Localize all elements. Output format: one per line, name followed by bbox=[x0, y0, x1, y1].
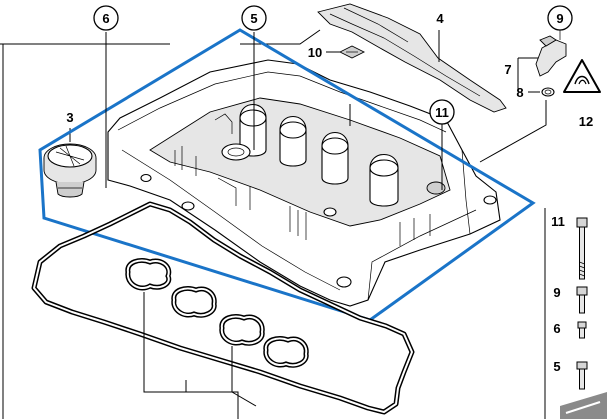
fastener-5-part bbox=[576, 361, 588, 390]
clip-part bbox=[338, 45, 366, 59]
callout-9-circle bbox=[547, 5, 573, 31]
callout-10-text: 10 bbox=[308, 45, 322, 60]
callout-5-text: 5 bbox=[250, 11, 257, 26]
callout-3-text: 3 bbox=[66, 110, 73, 125]
callout-4-text: 4 bbox=[436, 11, 444, 26]
catalog-logo bbox=[560, 392, 607, 419]
fastener-9-part bbox=[576, 286, 588, 314]
callout-6-circle bbox=[93, 5, 119, 31]
callout-12-text: 12 bbox=[579, 114, 593, 129]
heat-shield-part bbox=[317, 3, 507, 113]
frame-top-line-right bbox=[240, 29, 321, 45]
fastener-label-6: 6 bbox=[553, 321, 560, 336]
callout-9-text: 9 bbox=[556, 11, 563, 26]
callout-7-text: 7 bbox=[504, 62, 511, 77]
callout-5-circle bbox=[241, 5, 267, 31]
highlight-frame bbox=[38, 28, 536, 322]
leader-12-line bbox=[479, 100, 547, 163]
callout-8-text: 8 bbox=[516, 85, 523, 100]
fastener-label-9: 9 bbox=[553, 285, 560, 300]
fastener-label-11: 11 bbox=[551, 214, 565, 229]
sensor-part bbox=[535, 24, 567, 77]
o-ring-part bbox=[541, 87, 555, 97]
fastener-6-part bbox=[577, 321, 587, 339]
leader-bottom-a bbox=[143, 292, 187, 393]
leader-bottom-c bbox=[232, 391, 239, 419]
callout-11-text: 11 bbox=[435, 105, 449, 120]
bolt-11-part bbox=[576, 217, 588, 280]
callout-6-text: 6 bbox=[102, 11, 109, 26]
oil-cap-part bbox=[43, 143, 97, 198]
leader-bottom-d bbox=[231, 391, 257, 407]
spark-plug-seal-part bbox=[125, 257, 309, 368]
callout-11-circle bbox=[429, 99, 455, 125]
warning-triangle-icon bbox=[563, 59, 601, 93]
valve-cover-part bbox=[107, 59, 501, 307]
gasket-part bbox=[31, 201, 415, 415]
fastener-label-5: 5 bbox=[553, 359, 560, 374]
